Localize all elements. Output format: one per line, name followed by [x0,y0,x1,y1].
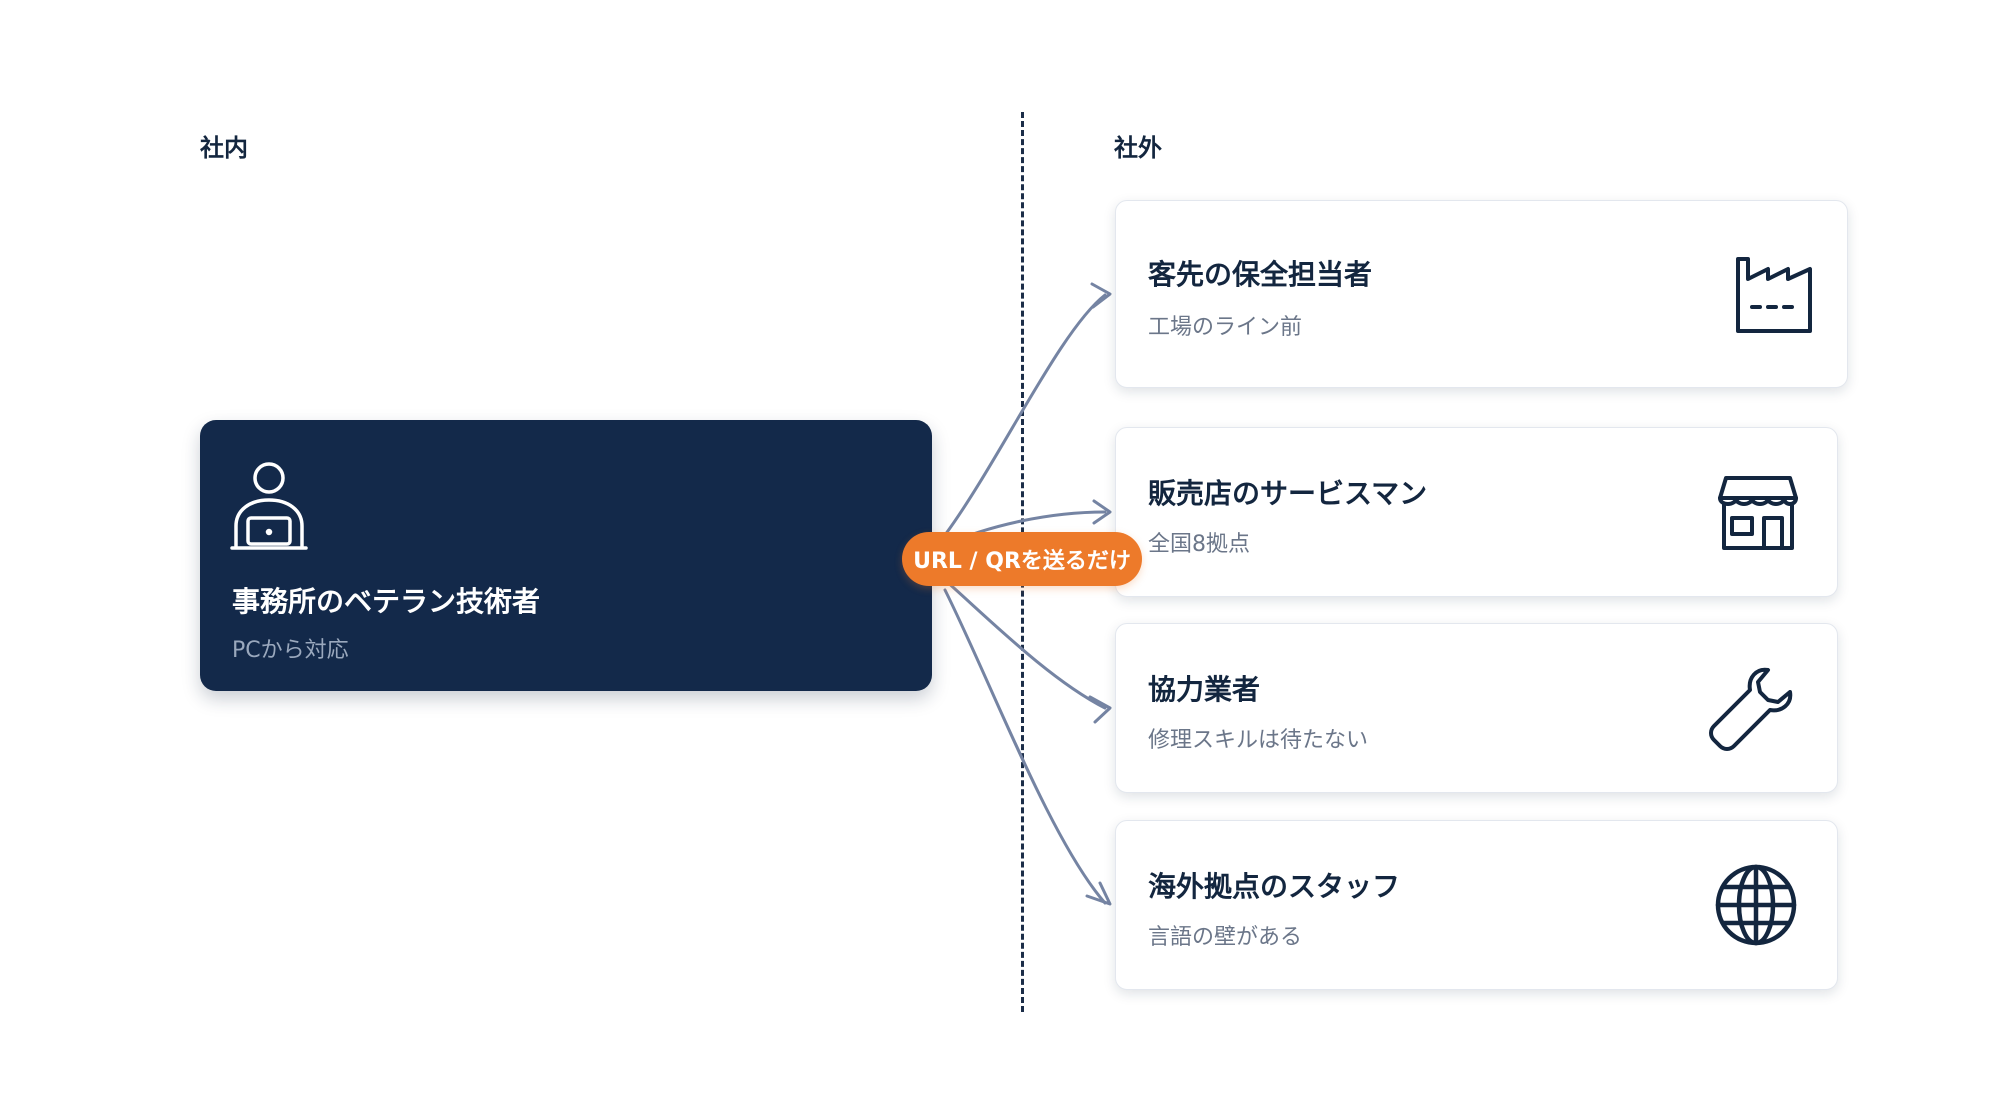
target-title: 客先の保全担当者 [1148,258,1373,291]
target-card-maintenance: 客先の保全担当者 工場のライン前 [1115,200,1848,388]
target-card-partner: 協力業者 修理スキルは待たない [1115,623,1838,793]
share-badge: URL / QRを送るだけ [902,532,1142,586]
target-subtitle: 工場のライン前 [1148,315,1303,340]
target-subtitle: 全国8拠点 [1148,532,1250,557]
target-title: 販売店のサービスマン [1148,477,1428,510]
target-title: 海外拠点のスタッフ [1148,870,1401,903]
source-card: 事務所のベテラン技術者 PCから対応 [200,420,932,691]
globe-icon [1715,864,1797,946]
section-label-internal: 社内 [200,134,248,162]
arrowhead-1 [1092,499,1112,525]
section-label-external: 社外 [1114,134,1162,162]
factory-icon [1736,257,1812,333]
target-subtitle: 修理スキルは待たない [1148,728,1369,753]
storefront-icon [1718,476,1798,550]
arrowhead-0 [1090,282,1112,309]
source-subtitle: PCから対応 [232,638,349,663]
target-title: 協力業者 [1148,673,1261,706]
person-laptop-icon [230,462,308,550]
wrench-icon [1709,667,1793,751]
connector-arrow-0 [943,293,1107,537]
arrowhead-2 [1088,695,1112,724]
connector-arrow-3 [943,588,1107,905]
connector-arrow-2 [943,578,1107,710]
source-title: 事務所のベテラン技術者 [232,585,541,618]
target-card-dealer: 販売店のサービスマン 全国8拠点 [1115,427,1838,597]
target-subtitle: 言語の壁がある [1148,925,1303,950]
arrowhead-3 [1085,881,1112,906]
target-card-overseas: 海外拠点のスタッフ 言語の壁がある [1115,820,1838,990]
